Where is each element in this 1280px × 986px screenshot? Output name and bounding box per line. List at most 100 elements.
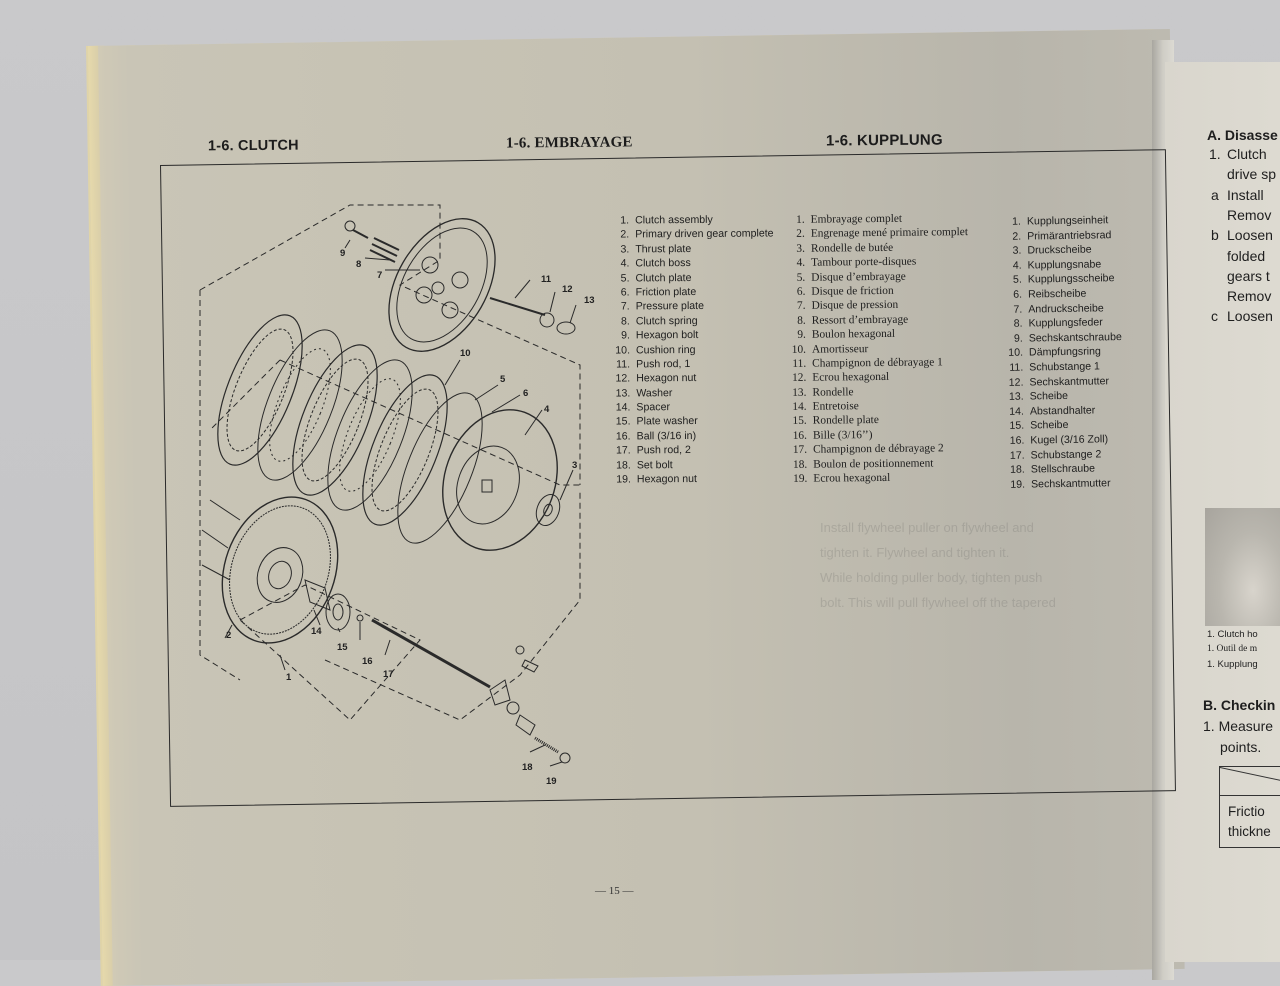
parts-list-item: 10.Cushion ring bbox=[610, 342, 774, 358]
item-number: 2. bbox=[620, 228, 630, 241]
step-text: drive sp bbox=[1227, 166, 1277, 183]
item-number: 17. bbox=[792, 443, 808, 457]
callout-number: 7 bbox=[377, 270, 383, 281]
step-marker: c bbox=[1211, 308, 1218, 325]
item-label: Washer bbox=[636, 386, 673, 400]
item-number: 16. bbox=[792, 429, 807, 442]
parts-list-item: 7.Pressure plate bbox=[610, 299, 774, 315]
section-b-heading: B. Checkin bbox=[1203, 697, 1276, 713]
callout-number: 4 bbox=[544, 404, 550, 415]
parts-list-item: 1. Clutch assembly bbox=[609, 212, 773, 228]
parts-list-item: 14. Spacer bbox=[610, 400, 774, 416]
parts-list-item: 3. Thrust plate bbox=[609, 241, 773, 257]
item-label: Kupplungsscheibe bbox=[1027, 272, 1115, 286]
parts-list-item: 17. Push rod, 2 bbox=[611, 443, 775, 459]
spec-table: Frictio thickne bbox=[1219, 766, 1280, 848]
callout-number: 15 bbox=[337, 642, 348, 653]
bleed-through-text: tighten it. Flywheel and tighten it. bbox=[820, 545, 1010, 560]
section-a-heading: A. Disasse bbox=[1207, 127, 1278, 143]
item-number: 8. bbox=[620, 315, 630, 328]
item-label: Entretoise bbox=[812, 400, 859, 413]
step-text: Clutch bbox=[1227, 146, 1267, 162]
parts-list-item: 17.Champignon de débrayage 2 bbox=[787, 441, 970, 457]
parts-list-item: 2.Primärantriebsrad bbox=[1001, 228, 1120, 244]
item-number: 11. bbox=[616, 358, 631, 371]
item-number: 7. bbox=[796, 300, 806, 313]
item-number: 16. bbox=[615, 430, 631, 443]
spec-table-label-line-1: Frictio bbox=[1228, 804, 1265, 819]
parts-list-item: 19. Hexagon nut bbox=[611, 471, 775, 487]
item-label: Clutch boss bbox=[635, 257, 691, 270]
parts-list-item: 9.Sechskantschraube bbox=[1003, 330, 1122, 346]
item-number: 19. bbox=[793, 472, 808, 485]
item-number: 4. bbox=[620, 257, 630, 270]
item-label: Scheibe bbox=[1030, 419, 1069, 432]
item-label: Kugel (3/16 Zoll) bbox=[1030, 433, 1109, 447]
item-number: 7. bbox=[620, 300, 630, 313]
parts-list-item: 5. Clutch plate bbox=[609, 270, 773, 286]
item-label: Thrust plate bbox=[635, 242, 692, 256]
item-number: 3. bbox=[620, 243, 630, 256]
heading-en: 1-6. CLUTCH bbox=[207, 137, 299, 155]
item-number: 12. bbox=[615, 372, 631, 385]
item-label: Clutch assembly bbox=[635, 213, 713, 227]
page-number: — 15 — bbox=[595, 885, 634, 897]
callout-number: 2 bbox=[226, 630, 232, 641]
item-number: 11. bbox=[1009, 361, 1024, 374]
item-label: Stellschraube bbox=[1030, 462, 1096, 476]
item-label: Kupplungsfeder bbox=[1028, 316, 1103, 330]
parts-list-item: 6.Friction plate bbox=[610, 284, 774, 300]
item-number: 4. bbox=[1012, 259, 1022, 272]
item-label: Clutch plate bbox=[635, 271, 692, 284]
item-label: Push rod, 2 bbox=[636, 444, 691, 457]
spec-table-cell: Frictio thickne bbox=[1220, 796, 1280, 848]
item-label: Boulon hexagonal bbox=[811, 327, 896, 341]
parts-list-item: 19.Sechskantmutter bbox=[1005, 476, 1124, 492]
step-text: Install bbox=[1227, 186, 1264, 203]
heading-de: 1-6. KUPPLUNG bbox=[825, 131, 943, 150]
step-text: Remov bbox=[1227, 206, 1272, 223]
item-number: 8. bbox=[1013, 317, 1023, 330]
item-label: Sechskantschraube bbox=[1028, 330, 1122, 345]
step-marker: 1. bbox=[1209, 146, 1221, 162]
photo-caption-de: 1. Kupplung bbox=[1207, 659, 1258, 670]
parts-list-item: 12.Hexagon nut bbox=[610, 371, 774, 387]
step-text: Loosen bbox=[1227, 227, 1273, 244]
item-number: 10. bbox=[791, 343, 807, 356]
step-text: Loosen bbox=[1227, 308, 1273, 325]
callout-number: 10 bbox=[460, 348, 471, 359]
item-label: Spacer bbox=[636, 401, 671, 414]
item-label: Sechskantmutter bbox=[1030, 476, 1111, 491]
item-number: 5. bbox=[620, 271, 630, 285]
parts-list-item: 2.Engrenage mené primaire complet bbox=[785, 225, 968, 241]
parts-list-item: 4. Clutch boss bbox=[609, 256, 773, 272]
item-label: Embrayage complet bbox=[810, 212, 903, 226]
item-number: 6. bbox=[1013, 288, 1023, 301]
heading-fr: 1-6. EMBRAYAGE bbox=[505, 134, 633, 152]
item-number: 2. bbox=[796, 228, 805, 241]
callout-number: 9 bbox=[340, 248, 346, 259]
item-label: Disque de pression bbox=[811, 299, 899, 313]
item-number: 14. bbox=[792, 400, 807, 413]
item-number: 19. bbox=[616, 473, 631, 486]
item-number: 1. bbox=[620, 214, 630, 227]
item-number: 3. bbox=[1012, 244, 1022, 257]
parts-list-item: 18.Set bolt bbox=[611, 457, 775, 473]
item-label: Amortisseur bbox=[811, 342, 869, 356]
parts-list-item: 7.Andruckscheibe bbox=[1002, 301, 1121, 317]
item-label: Disque d’embrayage bbox=[811, 270, 906, 284]
item-number: 14. bbox=[615, 401, 631, 414]
parts-list-item: 2.Primary driven gear complete bbox=[609, 227, 773, 243]
item-number: 1. bbox=[796, 213, 805, 226]
item-number: 4. bbox=[796, 256, 806, 270]
step-text: gears t bbox=[1227, 267, 1270, 284]
parts-list-item: 12.Sechskantmutter bbox=[1003, 374, 1122, 390]
bleed-through-text: Install flywheel puller on flywheel and bbox=[820, 520, 1034, 535]
item-label: Hexagon nut bbox=[636, 473, 698, 486]
item-number: 17. bbox=[615, 444, 631, 457]
callout-number: 8 bbox=[356, 259, 362, 270]
item-label: Schubstange 1 bbox=[1029, 360, 1101, 374]
parts-list-item: 11.Push rod, 1 bbox=[610, 356, 774, 372]
item-number: 15. bbox=[615, 415, 631, 429]
